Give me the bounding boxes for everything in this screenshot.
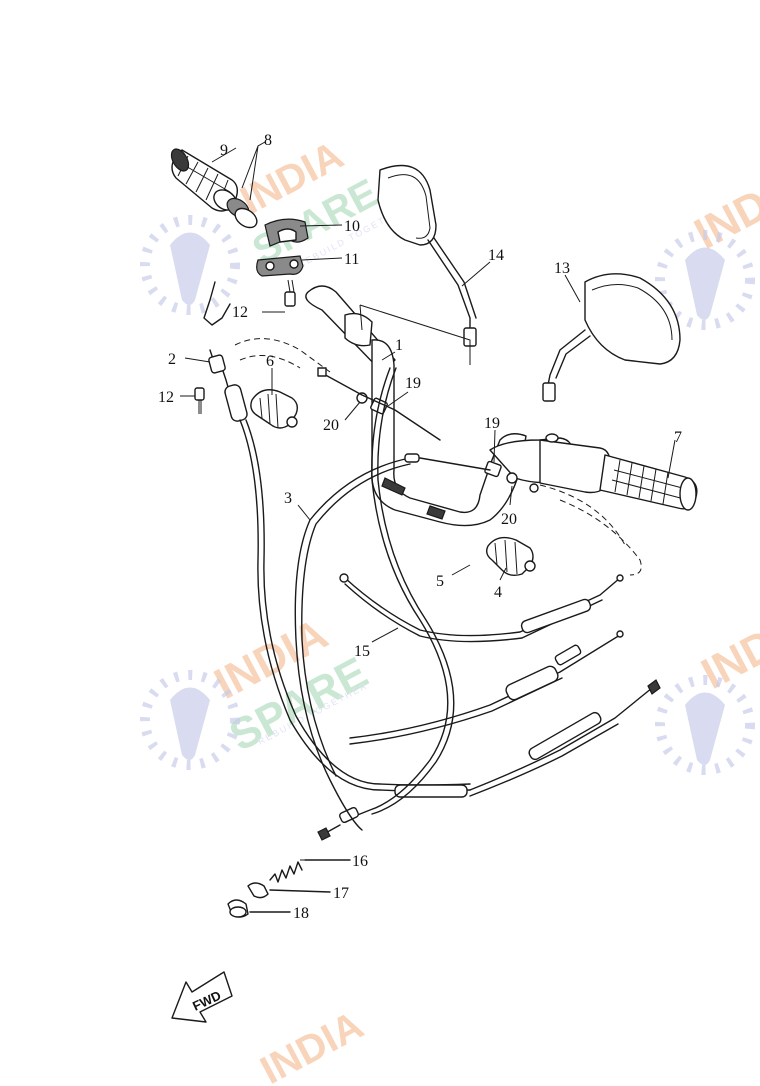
- wrench-logo-icon: [655, 675, 755, 775]
- wrench-logo-icon: [140, 215, 240, 315]
- upper-handlebar-holder: [264, 218, 309, 247]
- cable-end-collar: [247, 882, 331, 899]
- lower-control-cable: [469, 679, 661, 797]
- fwd-arrow-icon: FWD: [171, 971, 233, 1023]
- watermark-right-top: INDIA: [687, 159, 760, 258]
- callout-14: 14: [488, 247, 504, 264]
- throttle-cable: [317, 367, 455, 841]
- lower-handlebar-holder: [256, 255, 304, 277]
- callout-19a: 19: [405, 375, 421, 392]
- bolt: [284, 279, 296, 307]
- grip-end-weight: [213, 189, 258, 229]
- left-switch-housing: [250, 389, 299, 429]
- svg-text:INDIA: INDIA: [254, 1003, 371, 1086]
- brake-cable: [294, 453, 491, 831]
- callout-7: 7: [674, 429, 682, 446]
- callout-9: 9: [220, 142, 228, 159]
- leader-lines: [180, 141, 676, 861]
- callout-12b: 12: [158, 389, 174, 406]
- callout-11: 11: [344, 251, 359, 268]
- callout-18: 18: [293, 905, 309, 922]
- right-mirror: [542, 273, 681, 443]
- callout-1: 1: [395, 337, 403, 354]
- right-grip: [539, 439, 698, 511]
- callout-17: 17: [333, 885, 349, 902]
- callout-13: 13: [554, 260, 570, 277]
- callout-4: 4: [494, 584, 502, 601]
- callout-8: 8: [264, 132, 272, 149]
- callout-6: 6: [266, 353, 274, 370]
- lever-bracket: [203, 281, 248, 422]
- svg-text:INDIA: INDIA: [687, 159, 760, 258]
- wrench-logo-icon: [655, 230, 755, 330]
- cable-adjuster: [484, 460, 539, 493]
- wrench-logo-icon: [140, 670, 240, 770]
- callout-10: 10: [344, 218, 360, 235]
- callout-3: 3: [284, 490, 292, 507]
- callout-12a: 12: [232, 304, 248, 321]
- callout-2: 2: [168, 351, 176, 368]
- callout-labels: 1 2 3 4 5 6 7 8 9 10 11 12 12 13 14 15 1…: [158, 132, 682, 922]
- callout-19b: 19: [484, 415, 500, 432]
- callout-20b: 20: [501, 511, 517, 528]
- cable-end-cap: [227, 899, 291, 918]
- right-switch-housing: [485, 536, 536, 577]
- callout-5: 5: [436, 573, 444, 590]
- callout-16: 16: [352, 853, 368, 870]
- watermark-bottom: INDIA: [254, 1003, 371, 1086]
- left-mirror: [377, 164, 477, 347]
- bolt: [194, 387, 205, 414]
- choke-cable: [349, 630, 624, 745]
- starter-cable: [339, 573, 624, 643]
- callout-20a: 20: [323, 417, 339, 434]
- spring: [269, 859, 351, 883]
- callout-15: 15: [354, 643, 370, 660]
